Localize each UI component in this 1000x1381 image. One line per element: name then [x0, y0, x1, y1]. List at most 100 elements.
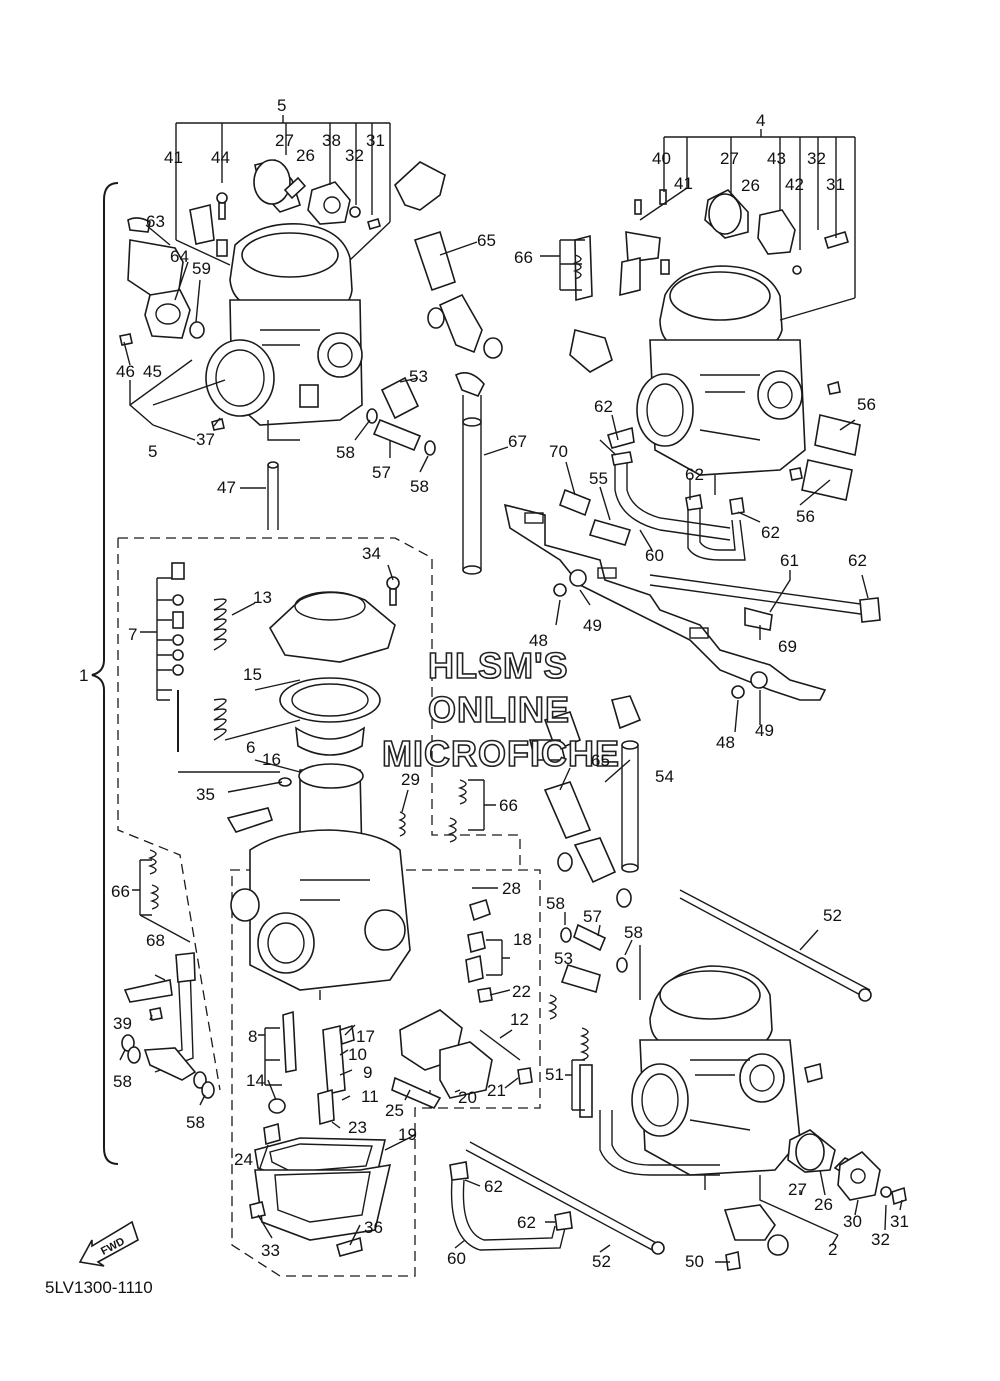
callout-31: 31 — [366, 131, 385, 150]
callout-66: 66 — [111, 882, 130, 901]
watermark-line-1: HLSM'S — [428, 645, 569, 686]
callout-64: 64 — [170, 247, 189, 266]
lower-center-parts — [263, 898, 533, 1146]
callout-58: 58 — [113, 1072, 132, 1091]
callout-69: 69 — [778, 637, 797, 656]
callout-58: 58 — [336, 443, 355, 462]
callout-36: 36 — [364, 1218, 383, 1237]
callout-32: 32 — [807, 149, 826, 168]
callout-68: 68 — [146, 931, 165, 950]
callout-12: 12 — [510, 1010, 529, 1029]
callout-26: 26 — [814, 1195, 833, 1214]
callout-6: 6 — [246, 738, 255, 757]
callout-27: 27 — [275, 131, 294, 150]
callout-25: 25 — [385, 1101, 404, 1120]
callout-8: 8 — [248, 1027, 257, 1046]
callout-23: 23 — [348, 1118, 367, 1137]
callout-62: 62 — [484, 1177, 503, 1196]
callout-16: 16 — [262, 750, 281, 769]
diagram-code: 5LV1300-1110 — [45, 1278, 153, 1297]
mid-right-parts — [528, 695, 642, 1118]
leader-lines — [119, 115, 903, 1263]
callout-53: 53 — [409, 367, 428, 386]
watermark: HLSM'S ONLINE MICROFICHE — [381, 644, 620, 775]
callout-10: 10 — [348, 1045, 367, 1064]
callout-53: 53 — [554, 949, 573, 968]
dashed-outline-lower — [230, 869, 541, 1277]
carb-stay-plate — [503, 503, 881, 701]
watermark-line-3: MICROFICHE — [382, 733, 620, 774]
callout-43: 43 — [767, 149, 786, 168]
callout-26: 26 — [741, 176, 760, 195]
callout-67: 67 — [508, 432, 527, 451]
callout-27: 27 — [788, 1180, 807, 1199]
carburetor-top-left — [205, 223, 363, 441]
callout-14: 14 — [246, 1071, 265, 1090]
callout-30: 30 — [843, 1212, 862, 1231]
callout-40: 40 — [652, 149, 671, 168]
callout-51: 51 — [545, 1065, 564, 1084]
callout-66: 66 — [499, 796, 518, 815]
forward-arrow-icon: FWD — [78, 1220, 139, 1267]
callout-38: 38 — [322, 131, 341, 150]
spring-stacks — [147, 254, 582, 910]
callout-49: 49 — [755, 721, 774, 740]
callout-48: 48 — [529, 631, 548, 650]
callout-21: 21 — [487, 1081, 506, 1100]
callout-31: 31 — [890, 1212, 909, 1231]
callout-54: 54 — [655, 767, 674, 786]
tl-tubes — [366, 161, 503, 575]
callout-34: 34 — [362, 544, 381, 563]
callout-58: 58 — [624, 923, 643, 942]
callout-48: 48 — [716, 733, 735, 752]
callout-57: 57 — [372, 463, 391, 482]
callout-37: 37 — [196, 430, 215, 449]
callout-28: 28 — [502, 879, 521, 898]
callout-49: 49 — [583, 616, 602, 635]
callout-31: 31 — [826, 175, 845, 194]
callout-62: 62 — [761, 523, 780, 542]
carburetor-bottom-right — [631, 965, 823, 1190]
callout-18: 18 — [513, 930, 532, 949]
left-fuel-fitting — [121, 952, 215, 1099]
float-bowl — [249, 1137, 392, 1257]
callout-13: 13 — [253, 588, 272, 607]
assembly-bracket-1 — [91, 182, 119, 1165]
callout-52: 52 — [823, 906, 842, 925]
callout-50: 50 — [685, 1252, 704, 1271]
callout-32: 32 — [345, 146, 364, 165]
callout-56: 56 — [857, 395, 876, 414]
callout-20: 20 — [458, 1088, 477, 1107]
callout-59: 59 — [192, 259, 211, 278]
callout-62: 62 — [685, 465, 704, 484]
callout-27: 27 — [720, 149, 739, 168]
br-small-parts — [449, 889, 907, 1271]
callout-62: 62 — [517, 1213, 536, 1232]
callout-33: 33 — [261, 1241, 280, 1260]
callout-26: 26 — [296, 146, 315, 165]
callout-45: 45 — [143, 362, 162, 381]
callout-15: 15 — [243, 665, 262, 684]
callout-7: 7 — [128, 625, 137, 644]
callout-1: 1 — [79, 666, 88, 685]
callout-2: 2 — [828, 1240, 837, 1259]
callout-35: 35 — [196, 785, 215, 804]
callout-62: 62 — [594, 397, 613, 416]
callout-57: 57 — [583, 907, 602, 926]
callout-52: 52 — [592, 1252, 611, 1271]
callout-65: 65 — [591, 751, 610, 770]
callout-70: 70 — [549, 442, 568, 461]
callout-19: 19 — [398, 1125, 417, 1144]
callout-29: 29 — [401, 770, 420, 789]
callout-17: 17 — [356, 1027, 375, 1046]
center-carburetor-parts — [171, 562, 411, 1000]
callout-61: 61 — [780, 551, 799, 570]
callout-58: 58 — [186, 1113, 205, 1132]
callout-labels: 5 27 26 38 32 31 41 44 63 64 59 46 45 5 … — [79, 96, 909, 1271]
callout-58: 58 — [546, 894, 565, 913]
callout-11: 11 — [361, 1087, 379, 1106]
callout-62: 62 — [848, 551, 867, 570]
callout-56: 56 — [796, 507, 815, 526]
callout-63: 63 — [146, 212, 165, 231]
callout-58: 58 — [410, 477, 429, 496]
